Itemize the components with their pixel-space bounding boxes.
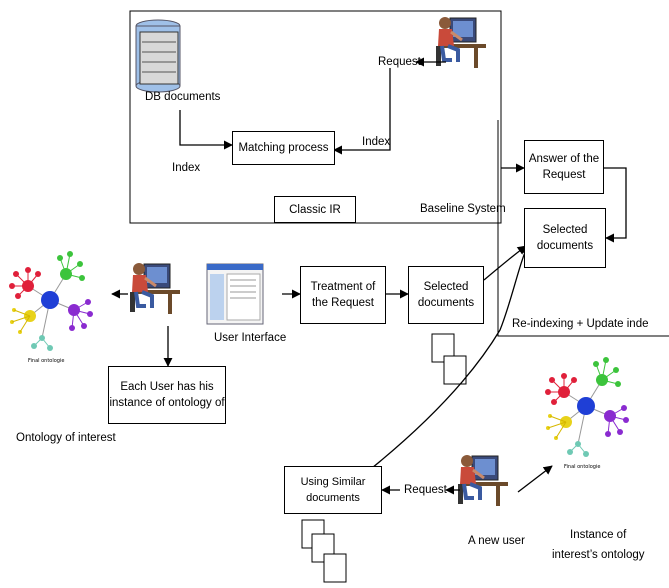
selected-line1: Selected	[423, 281, 469, 293]
each-user-line2: instance of ontology of	[109, 397, 225, 409]
new-user-to-ontology-arrow	[517, 465, 553, 493]
user-computer-icon	[434, 15, 488, 70]
answer-line1: Answer of the	[528, 153, 600, 165]
request-to-matching-arrow	[333, 68, 391, 155]
using-similar-box: Using Similar documents	[284, 466, 382, 514]
index-label-right: Index	[362, 136, 391, 148]
selected-line2: documents	[417, 297, 475, 309]
new-user-label: A new user	[468, 535, 525, 547]
answer-to-selected-arrow	[604, 167, 627, 243]
request-label: Request	[378, 56, 421, 68]
ontology-graph-icon	[8, 250, 94, 365]
classic-ir-box: Classic IR	[274, 196, 356, 223]
user-interface-label: User Interface	[214, 332, 287, 344]
db-to-matching-arrow	[179, 110, 233, 150]
matching-process-box: Matching process	[232, 131, 335, 165]
answer-box: Answer of the Request	[524, 140, 604, 194]
selected-documents-result-box: Selected documents	[524, 208, 606, 268]
instance-line1: Instance of	[570, 529, 627, 541]
selected-result-line1: Selected	[542, 224, 588, 236]
classic-ir-label: Classic IR	[289, 203, 341, 216]
similar-line2: documents	[306, 492, 360, 504]
baseline-system-frame	[129, 10, 502, 224]
database-icon	[135, 19, 181, 93]
treatment-line2: the Request	[311, 297, 374, 309]
ontology-graph-icon	[544, 356, 630, 471]
ontology-of-interest-label: Ontology of interest	[16, 432, 116, 444]
document-stack-icon	[301, 519, 347, 583]
db-documents-label: DB documents	[145, 91, 221, 103]
new-user-request-label: Request	[404, 484, 447, 496]
document-stack-icon	[431, 333, 467, 385]
selected-result-line2: documents	[536, 240, 594, 252]
each-user-line1: Each User has his	[120, 381, 214, 393]
treatment-box: Treatment of the Request	[300, 266, 386, 324]
baseline-system-label: Baseline System	[420, 203, 506, 215]
matching-process-label: Matching process	[238, 142, 329, 154]
selected-documents-box: Selected documents	[408, 266, 484, 324]
each-user-note-box: Each User has his instance of ontology o…	[108, 366, 226, 424]
similar-to-results-arrow	[361, 245, 529, 477]
reindex-label: Re-indexing + Update inde	[512, 318, 649, 330]
similar-line1: Using Similar	[300, 476, 366, 488]
answer-line2: Request	[542, 169, 586, 181]
user-computer-icon	[128, 261, 182, 316]
reindex-frame	[497, 120, 669, 337]
treatment-line1: Treatment of	[310, 281, 376, 293]
interface-window-icon	[206, 263, 264, 325]
user-computer-icon	[456, 453, 510, 508]
selected-to-results-arrow	[483, 245, 527, 281]
index-label-left: Index	[172, 162, 201, 174]
instance-line2: interest’s ontology	[552, 549, 645, 561]
